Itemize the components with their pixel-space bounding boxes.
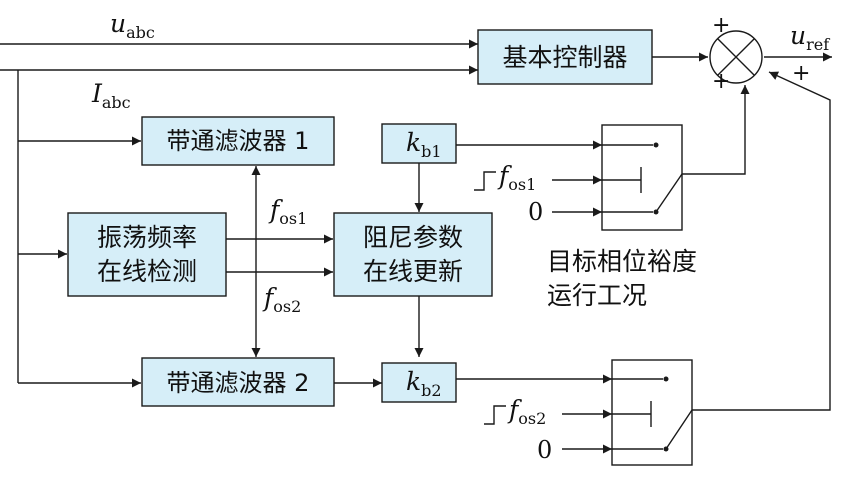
fos2-sub: os2 (273, 297, 301, 316)
bandpass-filter-2-block (141, 357, 335, 407)
kb1-block (381, 123, 457, 164)
damping-update-line1: 阻尼参数 (363, 223, 463, 252)
step-symbol-1 (474, 171, 496, 191)
u-ref-label: uref (790, 21, 830, 54)
switch1-fos1-sub: os1 (508, 175, 536, 194)
switch1-lever (655, 173, 683, 213)
i-abc-base: I (91, 79, 103, 108)
switch1-fos1-label: fos1 (497, 161, 536, 194)
switch2-fos2-sub: os2 (518, 409, 546, 428)
switch1-input-stubs (602, 144, 653, 213)
kb2-sub: b2 (421, 381, 441, 400)
oscillation-detector-line1: 振荡频率 (97, 223, 197, 252)
oscillation-detector-block (67, 212, 227, 297)
sum-plus-top: + (712, 13, 730, 38)
switch2-lever (665, 409, 693, 450)
operating-condition-label: 运行工况 (547, 281, 647, 310)
kb1-base: k (406, 128, 421, 157)
sum-plus-right: + (792, 61, 810, 86)
selector-switch-1 (601, 124, 683, 231)
basic-controller-label: 基本控制器 (502, 43, 627, 72)
i-abc-sub: abc (102, 93, 131, 112)
kb2-base: k (406, 367, 421, 396)
switch1-contact-top (653, 142, 659, 148)
fos1-label: fos1 (268, 195, 307, 228)
kb1-label: kb1 (406, 128, 442, 161)
u-abc-sub: abc (126, 23, 155, 42)
switch2-fos2-label: fos2 (507, 395, 546, 428)
basic-controller-block (477, 29, 653, 85)
switch1-fos1-base: f (497, 161, 512, 190)
bandpass-filter-2-label: 带通滤波器 2 (167, 369, 310, 397)
kb1-sub: b1 (421, 142, 441, 161)
switch2-to-sum (692, 71, 831, 411)
summing-junction (709, 30, 763, 84)
damping-update-block (333, 212, 493, 297)
bandpass-filter-1-block (141, 116, 335, 166)
u-abc-label: uabc (110, 9, 155, 42)
i-abc-label: Iabc (91, 79, 131, 112)
switch2-contact-top (663, 376, 669, 382)
u-ref-base: u (790, 21, 806, 50)
step-symbol-2 (484, 405, 506, 425)
switch1-box (601, 124, 683, 231)
fos2-base: f (262, 283, 277, 312)
switch1-zero-label: 0 (528, 198, 543, 226)
switch2-box (611, 359, 693, 466)
target-phase-margin-label: 目标相位裕度 (547, 247, 697, 276)
selector-switch-2 (611, 359, 693, 466)
fos1-sub: os1 (279, 209, 307, 228)
kb2-block (381, 362, 457, 403)
switch1-control-port (602, 167, 642, 193)
damping-update-line2: 在线更新 (363, 257, 463, 286)
sum-cross (717, 38, 755, 76)
fos1-base: f (268, 195, 283, 224)
bandpass-filter-1-label: 带通滤波器 1 (167, 127, 310, 155)
switch1-to-sum (682, 85, 750, 175)
switch2-fos2-base: f (507, 395, 522, 424)
sum-plus-left: + (712, 69, 730, 94)
u-abc-base: u (110, 9, 126, 38)
switch2-input-stubs (612, 378, 663, 450)
kb2-label: kb2 (406, 367, 442, 400)
u-ref-sub: ref (806, 35, 830, 54)
fos2-label: fos2 (262, 283, 301, 316)
oscillation-detector-line2: 在线检测 (97, 257, 197, 286)
switch2-zero-label: 0 (537, 436, 552, 464)
switch2-control-port (612, 401, 652, 427)
